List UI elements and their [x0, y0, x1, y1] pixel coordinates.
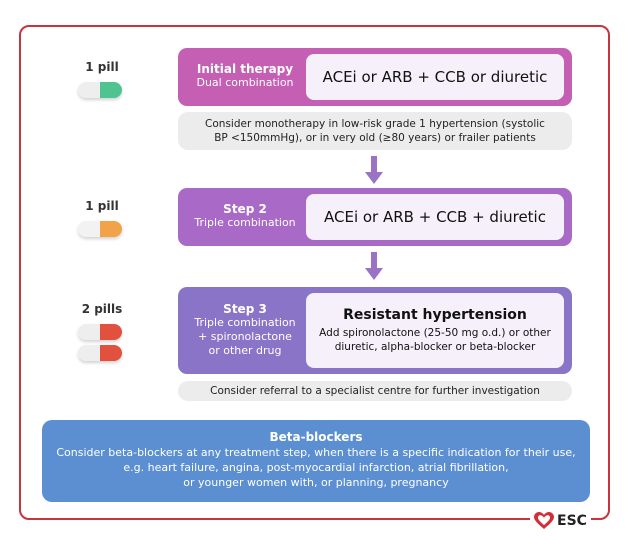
orange-pill-icon — [78, 221, 122, 237]
step-3-subtitle-line-1: Triple combination — [194, 316, 296, 329]
beta-blockers-line-1: Consider beta-blockers at any treatment … — [56, 446, 576, 459]
step-3-title: Step 3 — [223, 302, 267, 316]
beta-blockers-box: Beta-blockers Consider beta-blockers at … — [42, 420, 590, 502]
step-2-drugs: ACEi or ARB + CCB + diuretic — [306, 194, 564, 240]
initial-therapy-subtitle: Dual combination — [196, 76, 294, 89]
step-3-content-line-1: Add spironolactone (25-50 mg o.d.) or ot… — [319, 327, 551, 339]
green-pill-icon — [78, 82, 122, 98]
pill-count-label-3: 2 pills — [81, 302, 123, 316]
heart-icon — [534, 512, 554, 529]
monotherapy-note-line-2: BP <150mmHg), or in very old (≥80 years)… — [214, 132, 536, 144]
initial-therapy-title: Initial therapy — [196, 62, 294, 76]
referral-note: Consider referral to a specialist centre… — [178, 381, 572, 401]
step-3-subtitle-line-2: + spironolactone — [198, 330, 292, 343]
monotherapy-note: Consider monotherapy in low-risk grade 1… — [178, 112, 572, 150]
esc-logo-text: ESC — [557, 513, 587, 529]
beta-blockers-line-2: e.g. heart failure, angina, post-myocard… — [123, 461, 509, 474]
pill-count-label-2: 1 pill — [85, 199, 119, 213]
step-3-content: Resistant hypertension Add spironolacton… — [306, 293, 564, 368]
step-3-content-line-2: diuretic, alpha-blocker or beta-blocker — [334, 341, 536, 353]
step-3-box: Step 3 Triple combination + spironolacto… — [178, 287, 572, 374]
step-2-box: Step 2 Triple combination ACEi or ARB + … — [178, 188, 572, 246]
monotherapy-note-line-1: Consider monotherapy in low-risk grade 1… — [205, 118, 545, 130]
initial-therapy-drugs: ACEi or ARB + CCB or diuretic — [306, 54, 564, 100]
resistant-hypertension-title: Resistant hypertension — [343, 307, 527, 323]
red-pill-icon-top — [78, 324, 122, 340]
beta-blockers-title: Beta-blockers — [269, 430, 363, 444]
step-2-title: Step 2 — [223, 202, 267, 216]
initial-therapy-box: Initial therapy Dual combination ACEi or… — [178, 48, 572, 106]
beta-blockers-line-3: or younger women with, or planning, preg… — [183, 476, 449, 489]
step-3-subtitle-line-3: or other drug — [208, 344, 282, 357]
pill-count-label-1: 1 pill — [85, 60, 119, 74]
red-pill-icon-bottom — [78, 345, 122, 361]
down-arrow-icon-2 — [365, 252, 383, 280]
down-arrow-icon-1 — [365, 156, 383, 184]
esc-logo: ESC — [530, 510, 591, 532]
step-2-subtitle: Triple combination — [194, 216, 296, 229]
